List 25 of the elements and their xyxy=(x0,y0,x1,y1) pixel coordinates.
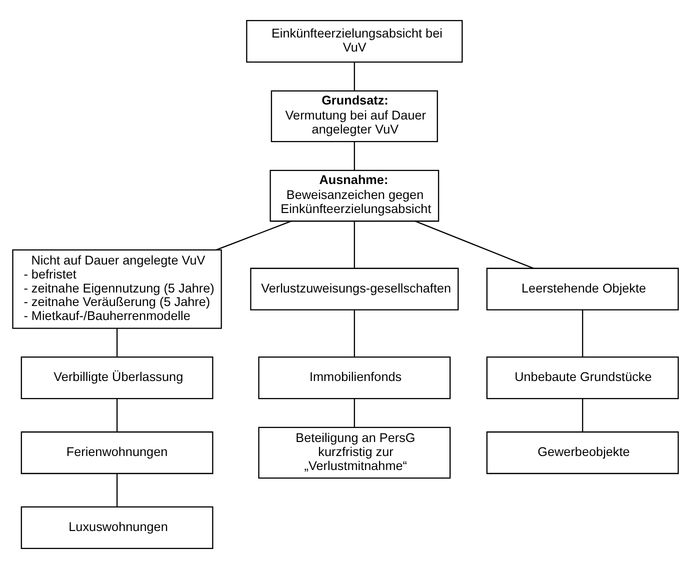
node-box: Leerstehende Objekte xyxy=(486,267,679,310)
node-box: Nicht auf Dauer angelegte VuV - befristet - zeitnahe Eigennutzung (5 Jahre) - zeitnahe Veräußerung (5 Jahre) - Mietkauf-/Bauherrenmodelle xyxy=(12,248,222,328)
node-box: Luxuswohnungen xyxy=(20,506,214,548)
connector xyxy=(415,220,534,268)
connector xyxy=(116,473,118,506)
node-box: Beteiligung an PersG kurzfristig zur „Verlustmitnahme“ xyxy=(258,426,451,478)
connector xyxy=(116,398,118,432)
connector xyxy=(354,141,355,170)
node-box: Verlustzuweisungs-gesellschaften xyxy=(250,267,459,310)
node-box: Verbilligte Überlassung xyxy=(20,356,214,399)
connector xyxy=(116,328,118,356)
connector xyxy=(354,398,355,427)
node-box: Einkünfteerzielungsabsicht bei VuV xyxy=(246,20,463,62)
node-box: Gewerbeobjekte xyxy=(486,430,679,474)
node-box: Immobilienfonds xyxy=(258,356,451,399)
connector xyxy=(582,398,584,432)
connector xyxy=(582,309,584,356)
connector xyxy=(354,220,355,268)
node-box: Ferienwohnungen xyxy=(20,430,214,474)
node-box: Ausnahme: Beweisanzeichen gegen Einkünfteerzielungsabsicht xyxy=(270,169,440,222)
connector xyxy=(354,309,355,356)
node-box: Grundsatz: Vermutung bei auf Dauer angelegter VuV xyxy=(270,90,438,142)
connector xyxy=(216,220,292,250)
connector xyxy=(354,62,355,90)
node-box: Unbebaute Grundstücke xyxy=(486,356,679,399)
